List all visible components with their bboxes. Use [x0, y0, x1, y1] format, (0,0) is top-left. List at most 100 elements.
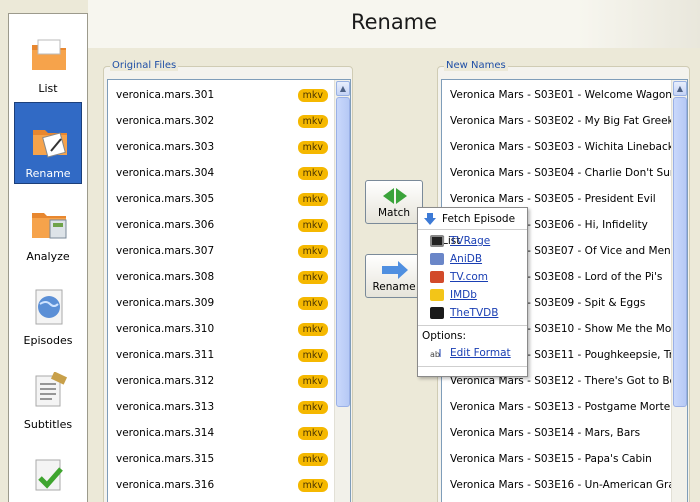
sidebar-item-rename[interactable]: Rename	[14, 102, 82, 184]
table-row[interactable]: veronica.mars.313 mkv	[108, 394, 336, 420]
sidebar-item-label: Subtitles	[23, 418, 73, 431]
file-extension-badge: mkv	[297, 115, 328, 128]
original-file-name: veronica.mars.306	[116, 219, 215, 231]
download-arrow-icon	[424, 213, 436, 225]
menu-item-tvcom[interactable]: TV.com	[426, 268, 525, 286]
rename-label: Rename	[372, 281, 416, 293]
menu-item-label: AniDB	[450, 253, 483, 265]
table-row[interactable]: Veronica Mars - S03E01 - Welcome Wagon	[450, 89, 672, 101]
table-row[interactable]: veronica.mars.302 mkv	[108, 108, 336, 134]
fetch-episode-list-menu: Fetch Episode List TVRage AniDB TV.com I…	[417, 207, 528, 377]
folder-rename-icon	[33, 130, 67, 158]
file-extension-badge: mkv	[297, 193, 328, 206]
scroll-thumb[interactable]	[673, 97, 687, 407]
table-row[interactable]: Veronica Mars - S03E16 - Un-American Gra…	[450, 479, 672, 491]
file-extension-badge: mkv	[297, 375, 328, 388]
menu-item-label: TVRage	[450, 235, 491, 247]
file-extension-badge: mkv	[297, 401, 328, 414]
table-row[interactable]: veronica.mars.316 mkv	[108, 472, 336, 498]
edit-format-icon: ab	[430, 349, 441, 359]
table-row[interactable]: Veronica Mars - S03E15 - Papa's Cabin	[450, 453, 652, 465]
file-extension-badge: mkv	[297, 323, 328, 336]
original-file-name: veronica.mars.313	[116, 401, 215, 413]
original-file-name: veronica.mars.302	[116, 115, 215, 127]
file-extension-badge: mkv	[297, 427, 328, 440]
file-extension-badge: mkv	[297, 141, 328, 154]
sidebar: List Rename Analyze Episodes	[8, 13, 88, 502]
sidebar-item-check[interactable]	[14, 438, 82, 502]
file-extension-badge: mkv	[297, 453, 328, 466]
table-row[interactable]: Veronica Mars - S03E14 - Mars, Bars	[450, 427, 641, 439]
svg-text:ab: ab	[430, 350, 440, 359]
rename-button[interactable]: Rename	[365, 254, 423, 298]
sidebar-item-label: Analyze	[26, 250, 70, 263]
tvrage-icon	[430, 235, 444, 247]
globe-icon	[35, 289, 63, 325]
scroll-up-button[interactable]: ▲	[673, 81, 687, 96]
rename-arrow-icon	[382, 261, 408, 279]
sidebar-item-label: Episodes	[23, 334, 73, 347]
original-files-title: Original Files	[110, 60, 179, 71]
sidebar-item-analyze[interactable]: Analyze	[14, 186, 82, 268]
table-row[interactable]: Veronica Mars - S03E04 - Charlie Don't S…	[450, 167, 672, 179]
file-extension-badge: mkv	[297, 219, 328, 232]
sidebar-item-list[interactable]: List	[14, 18, 82, 100]
menu-item-anidb[interactable]: AniDB	[426, 250, 525, 268]
sidebar-item-label: List	[38, 82, 58, 95]
file-extension-badge: mkv	[297, 89, 328, 102]
scroll-up-button[interactable]: ▲	[336, 81, 350, 96]
menu-item-label: IMDb	[450, 289, 477, 301]
menu-item-tvrage[interactable]: TVRage	[426, 232, 525, 250]
original-files-scrollbar[interactable]: ▲	[334, 80, 350, 502]
folder-analyze-icon	[32, 213, 67, 239]
match-arrows-icon	[383, 188, 407, 204]
table-row[interactable]: Veronica Mars - S03E13 - Postgame Mortem	[450, 401, 672, 413]
new-names-group: New Names Veronica Mars - S03E01 - Welco…	[437, 60, 690, 502]
file-extension-badge: mkv	[297, 297, 328, 310]
menu-item-label: TheTVDB	[450, 307, 499, 319]
sidebar-item-subtitles[interactable]: Subtitles	[14, 354, 82, 436]
menu-item-thetvdb[interactable]: TheTVDB	[426, 304, 525, 322]
menu-separator	[418, 325, 527, 326]
subtitles-icon	[35, 372, 68, 407]
menu-item-imdb[interactable]: IMDb	[426, 286, 525, 304]
file-extension-badge: mkv	[297, 479, 328, 492]
table-row[interactable]: Veronica Mars - S03E03 - Wichita Linebac…	[450, 141, 672, 153]
file-extension-badge: mkv	[297, 271, 328, 284]
match-button[interactable]: Match	[365, 180, 423, 224]
original-file-name: veronica.mars.314	[116, 427, 215, 439]
sidebar-item-episodes[interactable]: Episodes	[14, 270, 82, 352]
file-extension-badge: mkv	[297, 167, 328, 180]
new-names-title: New Names	[444, 60, 508, 71]
menu-item-label: Edit Format	[450, 347, 511, 359]
file-extension-badge: mkv	[297, 349, 328, 362]
sidebar-item-label: Rename	[25, 167, 71, 180]
table-row[interactable]: Veronica Mars - S03E02 - My Big Fat Gree…	[450, 115, 672, 127]
table-row[interactable]: Veronica Mars - S03E12 - There's Got to …	[450, 375, 672, 387]
table-row[interactable]: veronica.mars.306 mkv	[108, 212, 336, 238]
menu-separator	[418, 366, 527, 367]
table-row[interactable]: Veronica Mars - S03E05 - President Evil	[450, 193, 656, 205]
table-row[interactable]: veronica.mars.314 mkv	[108, 420, 336, 446]
original-file-name: veronica.mars.316	[116, 479, 215, 491]
scroll-thumb[interactable]	[336, 97, 350, 407]
thetvdb-icon	[430, 307, 444, 319]
original-file-name: veronica.mars.307	[116, 245, 215, 257]
fetch-episode-list-header[interactable]: Fetch Episode List	[418, 208, 527, 247]
new-names-scrollbar[interactable]: ▲	[671, 80, 687, 502]
imdb-icon	[430, 289, 444, 301]
menu-item-edit-format[interactable]: ab Edit Format	[426, 344, 525, 362]
fetch-episode-list-label: Fetch Episode List	[442, 213, 516, 247]
